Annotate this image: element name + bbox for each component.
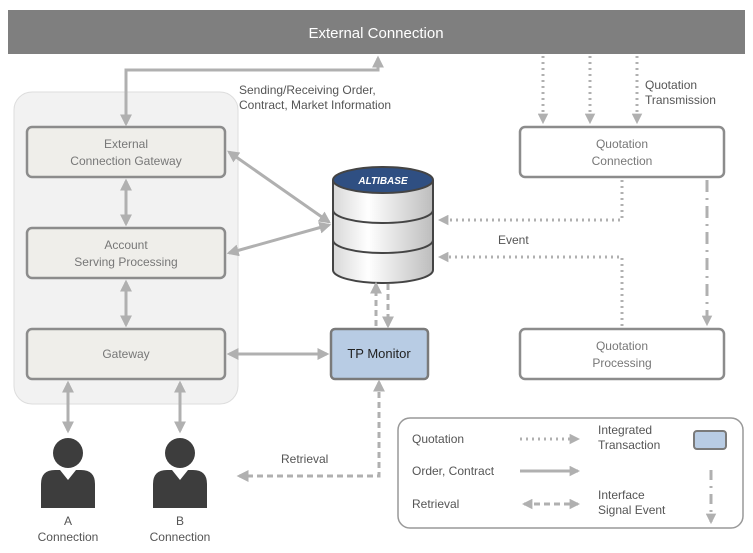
user-a-label: Connection <box>38 530 99 544</box>
account-serving-processing-box: Account Serving Processing <box>25 226 227 280</box>
legend: Quotation Order, Contract Retrieval Inte… <box>397 417 744 529</box>
legend-quotation-label: Quotation <box>412 432 464 446</box>
legend-integrated-label-2: Transaction <box>598 438 660 452</box>
database-icon: ALTIBASE <box>332 166 434 284</box>
quotation-tx-label-2: Transmission <box>645 93 716 107</box>
legend-integrated-swatch <box>693 430 727 450</box>
external-gateway-label-2: Connection Gateway <box>70 154 181 168</box>
account-serving-label-1: Account <box>104 238 148 252</box>
arrow-gateway-external <box>120 55 384 127</box>
legend-integrated-label-1: Integrated <box>598 423 652 437</box>
external-connection-title: External Connection <box>308 25 443 42</box>
altibase-logo: ALTIBASE <box>357 176 408 187</box>
arrow-retrieval-users <box>236 379 385 482</box>
user-a-letter: A <box>64 514 72 528</box>
sending-label-1: Sending/Receiving Order, <box>239 83 376 97</box>
external-gateway-label-1: External <box>104 137 148 151</box>
retrieval-label: Retrieval <box>281 452 328 466</box>
quotation-connection-label-1: Quotation <box>596 137 648 151</box>
quotation-processing-label-1: Quotation <box>596 339 648 353</box>
external-connection-gateway-box: External Connection Gateway <box>25 125 227 179</box>
gateway-box: Gateway <box>25 327 227 381</box>
gateway-label: Gateway <box>102 347 149 361</box>
user-b-label: Connection <box>150 530 211 544</box>
external-connection-bar: External Connection <box>8 10 745 54</box>
arrow-quotation-processing-db <box>437 251 624 326</box>
arrow-quotation-connection-db <box>437 180 624 226</box>
quotation-connection-box: Quotation Connection <box>518 125 726 179</box>
quotation-connection-label-2: Connection <box>592 154 653 168</box>
user-b-letter: B <box>176 514 184 528</box>
arrow-account-db <box>226 221 332 257</box>
legend-order-label: Order, Contract <box>412 464 495 478</box>
tp-monitor-label: TP Monitor <box>347 346 411 361</box>
legend-interface-label-1: Interface <box>598 488 645 502</box>
quotation-processing-label-2: Processing <box>592 356 651 370</box>
user-a-icon <box>41 438 95 508</box>
tp-monitor-box: TP Monitor <box>329 327 430 381</box>
legend-interface-label-2: Signal Event <box>598 503 666 517</box>
account-serving-label-2: Serving Processing <box>74 255 177 269</box>
user-b-icon <box>153 438 207 508</box>
sending-label-2: Contract, Market Information <box>239 98 391 112</box>
quotation-processing-box: Quotation Processing <box>518 327 726 381</box>
quotation-tx-label-1: Quotation <box>645 78 697 92</box>
event-label: Event <box>498 233 529 247</box>
arrow-gateway-db <box>227 150 331 224</box>
legend-retrieval-label: Retrieval <box>412 497 459 511</box>
